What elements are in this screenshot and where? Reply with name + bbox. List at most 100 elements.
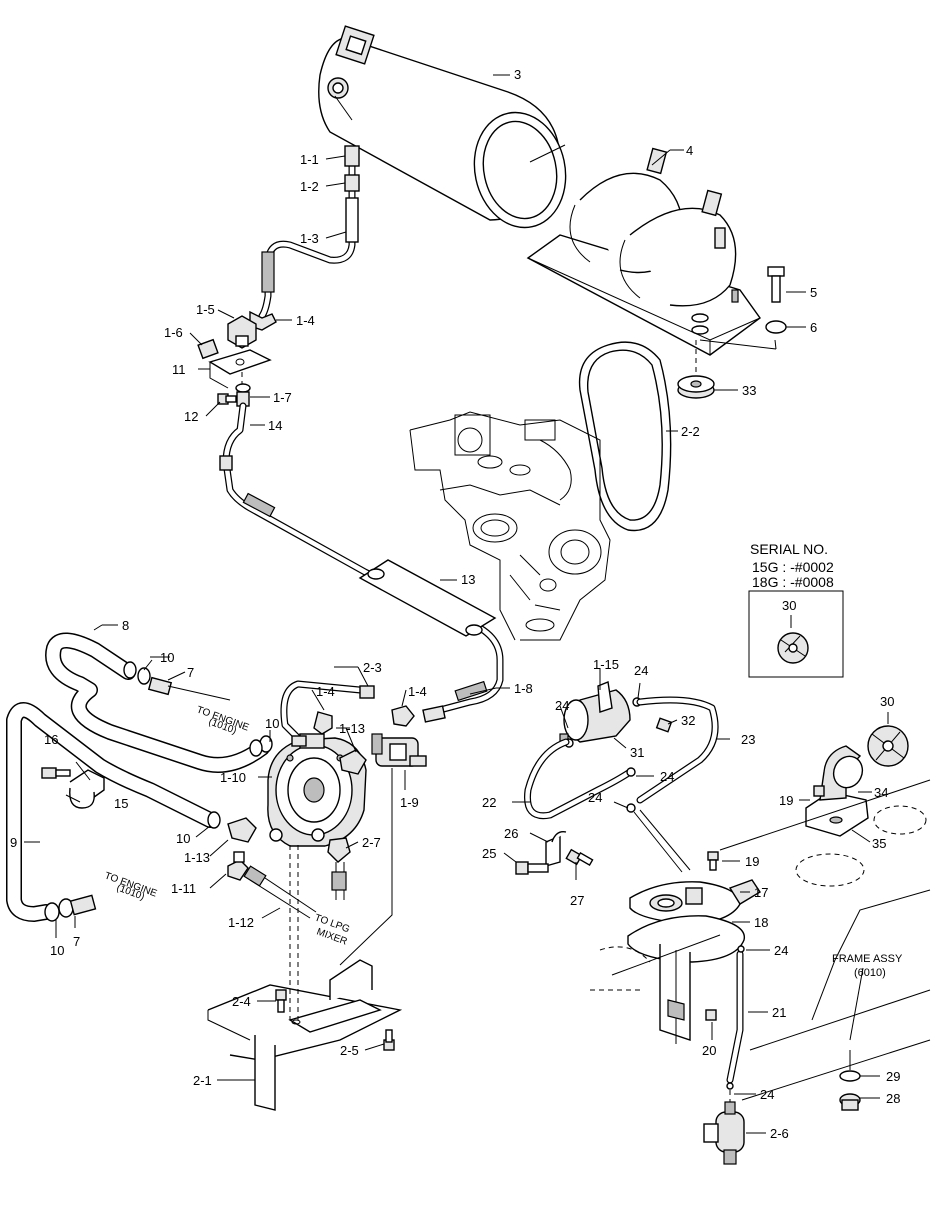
label-24a: 24 — [634, 663, 648, 678]
elbow-1-13b — [227, 817, 257, 843]
label-10c: 10 — [176, 831, 190, 846]
seal-ring — [839, 1070, 861, 1082]
label-1-3: 1-3 — [300, 231, 319, 246]
label-23: 23 — [741, 732, 755, 747]
solenoid-valve — [371, 733, 427, 767]
serial-number-box: SERIAL NO. 15G : -#0002 18G : -#0008 30 — [748, 541, 844, 678]
label-1-13b: 1-13 — [184, 850, 210, 865]
rubber-pad — [677, 375, 715, 399]
elbow-1-13 — [339, 749, 367, 775]
frame-outline — [590, 779, 931, 1101]
label-17: 17 — [754, 885, 768, 900]
label-2-5: 2-5 — [340, 1043, 359, 1058]
notes: TO ENGINE (1010) TO ENGINE (1010) TO LPG… — [103, 704, 903, 979]
label-29: 29 — [886, 1069, 900, 1084]
hose-1-12 — [243, 865, 317, 919]
label-14: 14 — [268, 418, 282, 433]
label-1-8: 1-8 — [514, 681, 533, 696]
label-2-6: 2-6 — [770, 1126, 789, 1141]
drive-belt — [578, 341, 672, 532]
label-2-1: 2-1 — [193, 1073, 212, 1088]
label-15: 15 — [114, 796, 128, 811]
filler-cap — [867, 725, 909, 767]
serial-part-label: 30 — [782, 598, 796, 613]
bolt-2-5 — [383, 1029, 395, 1051]
callout-labels: 3 4 5 6 33 1-1 1-2 1-3 1-4 1-5 1-6 11 1-… — [10, 67, 900, 1141]
elbow-1-4 — [313, 711, 333, 735]
label-1-13a: 1-13 — [339, 721, 365, 736]
fitting — [344, 145, 360, 167]
drain-plug — [839, 1093, 861, 1111]
label-6: 6 — [810, 320, 817, 335]
label-12: 12 — [184, 409, 198, 424]
washer — [765, 320, 787, 334]
label-8: 8 — [122, 618, 129, 633]
tank-bracket — [526, 147, 761, 356]
label-1-12: 1-12 — [228, 915, 254, 930]
label-28: 28 — [886, 1091, 900, 1106]
label-24e: 24 — [774, 943, 788, 958]
fitting-1-11 — [227, 851, 249, 881]
label-35: 35 — [872, 836, 886, 851]
coolant-hose-8 — [45, 632, 270, 773]
connector-block — [227, 315, 257, 349]
high-pressure-hose — [258, 146, 356, 320]
label-1-6: 1-6 — [164, 325, 183, 340]
label-1-4b: 1-4 — [316, 684, 335, 699]
label-2-2: 2-2 — [681, 424, 700, 439]
fuel-line-21 — [726, 950, 744, 1084]
leader-lines — [24, 74, 889, 1134]
engine-outline — [409, 411, 611, 641]
label-1-11: 1-11 — [171, 881, 196, 896]
label-21: 21 — [772, 1005, 786, 1020]
label-10a: 10 — [160, 650, 174, 665]
label-24d: 24 — [588, 790, 602, 805]
label-22: 22 — [482, 795, 496, 810]
label-13: 13 — [461, 572, 475, 587]
label-5: 5 — [810, 285, 817, 300]
plug — [197, 338, 219, 360]
hose-nipple — [147, 676, 173, 696]
label-18: 18 — [754, 915, 768, 930]
bolt — [767, 266, 785, 303]
coolant-hose-9 — [6, 702, 218, 922]
label-1-15: 1-15 — [593, 657, 619, 672]
hose-ferrule — [345, 197, 359, 243]
label-25: 25 — [482, 846, 496, 861]
elbow-2-7 — [327, 837, 351, 863]
filter-bracket — [545, 831, 567, 867]
label-1-9: 1-9 — [400, 795, 419, 810]
label-3: 3 — [514, 67, 521, 82]
label-20: 20 — [702, 1043, 716, 1058]
hose-bracket — [358, 559, 497, 637]
label-2-7: 2-7 — [362, 835, 381, 850]
elbow-1-4c — [391, 705, 415, 727]
label-27: 27 — [570, 893, 584, 908]
label-4: 4 — [686, 143, 693, 158]
fuel-sender-unit — [627, 881, 745, 1044]
fuel-filter — [559, 681, 631, 745]
serial-title: SERIAL NO. — [750, 541, 828, 557]
hose-clamp — [123, 661, 137, 679]
fuel-hose-22 — [523, 738, 634, 820]
bracket — [208, 349, 272, 389]
bolt-2-4 — [275, 989, 287, 1013]
hose-clamp-bracket — [69, 769, 105, 809]
lpg-tank — [318, 25, 567, 229]
small-bolt — [217, 393, 237, 405]
mounting-bracket — [207, 959, 403, 1111]
filler-neck — [805, 745, 869, 837]
label-19b: 19 — [779, 793, 793, 808]
label-30: 30 — [880, 694, 894, 709]
note-frame-assy-ref: (6010) — [854, 967, 886, 979]
label-32: 32 — [681, 713, 695, 728]
label-24b: 24 — [555, 698, 569, 713]
label-16: 16 — [44, 732, 58, 747]
label-10b: 10 — [265, 716, 279, 731]
vaporizer — [267, 733, 367, 847]
label-7a: 7 — [187, 665, 194, 680]
label-31: 31 — [630, 745, 644, 760]
label-2-4: 2-4 — [232, 994, 251, 1009]
